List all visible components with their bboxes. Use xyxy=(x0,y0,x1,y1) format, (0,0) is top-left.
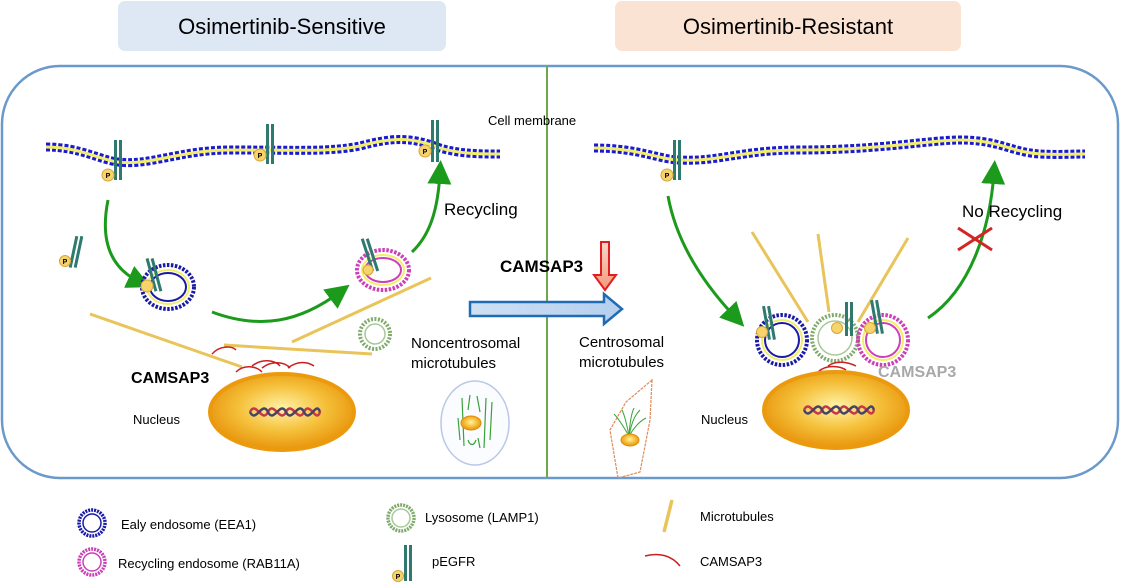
noncentrosomal-label-1: Noncentrosomal xyxy=(411,335,520,352)
pegfr-free: P xyxy=(59,235,84,268)
nucleus-right-label: Nucleus xyxy=(701,412,748,427)
legend-item-microtubules: Microtubules xyxy=(662,499,774,533)
legend-item-lysosome: Lysosome (LAMP1) xyxy=(386,503,539,533)
no-recycling-label: No Recycling xyxy=(962,202,1062,221)
pegfr-receptor: P xyxy=(418,120,439,162)
legend-label: CAMSAP3 xyxy=(700,554,762,569)
centrosomal-cell-icon xyxy=(609,378,653,479)
camsap3-left-label: CAMSAP3 xyxy=(131,370,209,387)
transport-arrow xyxy=(211,284,350,323)
legend-label: pEGFR xyxy=(432,554,475,569)
legend-item-recycling-endosome: Recycling endosome (RAB11A) xyxy=(77,547,300,577)
endocytosis-arrow-resistant xyxy=(666,195,745,327)
phospho-label: P xyxy=(106,173,111,180)
legend-item-camsap3: CAMSAP3 xyxy=(644,553,762,569)
pegfr-receptor: P xyxy=(101,140,122,182)
camsap3-fragments xyxy=(817,361,857,373)
phospho-label: P xyxy=(63,259,68,266)
legend-label: Recycling endosome (RAB11A) xyxy=(118,556,300,571)
phospho-label: P xyxy=(665,173,670,180)
cell-boundary xyxy=(0,64,1120,480)
legend: Ealy endosome (EEA1) Lysosome (LAMP1) Mi… xyxy=(77,499,774,582)
membrane-right xyxy=(593,135,1086,165)
recycling-label: Recycling xyxy=(444,200,518,219)
blocked-recycling-arrow xyxy=(927,160,1006,320)
nucleus-right xyxy=(762,370,910,450)
block-x-icon xyxy=(957,226,993,252)
camsap3-center-label: CAMSAP3 xyxy=(500,257,583,276)
header-sensitive-label: Osimertinib-Sensitive xyxy=(178,14,386,39)
camsap3-right-label: CAMSAP3 xyxy=(878,364,956,381)
header-sensitive: Osimertinib-Sensitive xyxy=(118,1,446,51)
recycling-arrow xyxy=(410,160,452,254)
phospho-label: P xyxy=(258,153,263,160)
phospho-label: P xyxy=(396,574,401,581)
lysosome xyxy=(358,317,392,351)
legend-label: Lysosome (LAMP1) xyxy=(425,510,539,525)
phospho-label: P xyxy=(423,149,428,156)
legend-item-early-endosome: Ealy endosome (EEA1) xyxy=(77,508,256,538)
early-endosome xyxy=(140,258,196,311)
camsap3-fragments xyxy=(211,346,315,373)
noncentrosomal-label-2: microtubules xyxy=(411,355,496,372)
early-endosome xyxy=(755,305,809,367)
noncentrosomal-cell-icon xyxy=(440,380,510,466)
nucleus-left xyxy=(208,372,356,452)
pegfr-receptor: P xyxy=(660,140,681,182)
microtubules-centrosomal xyxy=(750,231,910,323)
centrosomal-label-2: microtubules xyxy=(579,354,664,371)
nucleus-left-label: Nucleus xyxy=(133,412,180,427)
recycling-endosome xyxy=(856,299,910,367)
pegfr-receptor: P xyxy=(253,124,274,164)
endocytosis-arrow xyxy=(103,199,151,288)
lysosome xyxy=(810,302,860,363)
header-resistant: Osimertinib-Resistant xyxy=(615,1,961,51)
legend-label: Microtubules xyxy=(700,509,774,524)
cell-membrane-label: Cell membrane xyxy=(488,113,576,128)
centrosomal-label-1: Centrosomal xyxy=(579,334,664,351)
recycling-endosome xyxy=(355,238,411,292)
microtubules-noncentrosomal xyxy=(89,276,432,369)
header-resistant-label: Osimertinib-Resistant xyxy=(683,14,893,39)
camsap3-down-arrow xyxy=(592,241,618,292)
transition-right-arrow xyxy=(468,291,624,327)
membrane-left xyxy=(45,135,501,168)
legend-label: Ealy endosome (EEA1) xyxy=(121,517,256,532)
legend-item-pegfr: P pEGFR xyxy=(392,545,475,582)
